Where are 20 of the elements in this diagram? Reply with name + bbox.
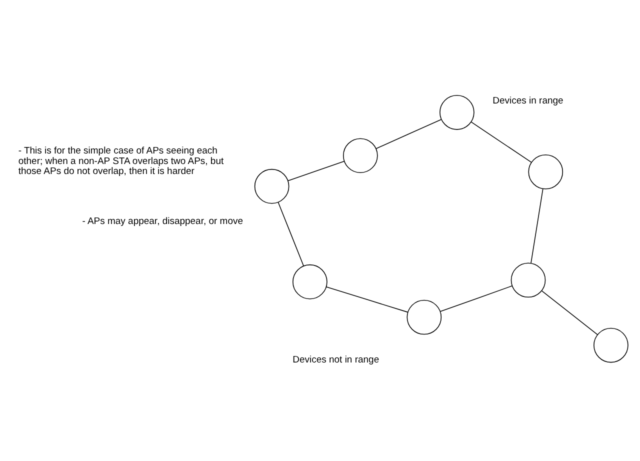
node-circle [292,264,328,300]
label: - This is for the simple case of APs seeing each other; when a non-AP STA overlaps two APs, but those APs do not overlap, then it is harder [18,146,224,178]
connector [288,160,345,182]
connector [440,286,512,312]
connector [278,202,304,266]
node-circle [510,262,546,298]
label: Devices in range [492,96,564,107]
connector [376,119,442,149]
label: - APs may appear, disappear, or move [82,216,244,228]
node-circle [343,138,378,174]
connector [326,286,408,313]
connector [470,122,532,163]
node-circle [594,328,628,363]
node-circle [406,300,442,335]
node-circle [528,154,564,190]
label: Devices not in range [292,354,380,366]
node-circle [254,168,290,204]
connector [542,290,598,336]
connector [530,188,544,264]
node-circle [440,95,474,130]
